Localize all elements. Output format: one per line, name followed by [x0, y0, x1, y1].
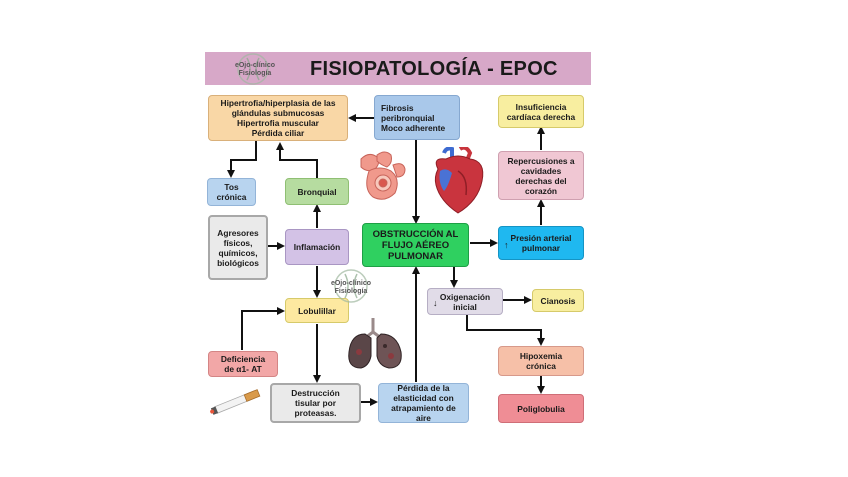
stethoscope-logo-mid-icon: [334, 269, 368, 303]
node-perdida: Pérdida de la elasticidad con atrapamien…: [378, 383, 469, 423]
bronchus-image: [360, 151, 406, 200]
logo-mid-label: eOjo-clínico Fisiología: [330, 280, 372, 295]
node-repercusiones: Repercusiones a cavidades derechas del c…: [498, 151, 584, 200]
node-insuficiencia: Insuficiencia cardíaca derecha: [498, 95, 584, 128]
node-destruccion: Destrucción tisular por proteasas.: [270, 383, 361, 423]
node-obstruccion: OBSTRUCCIÓN AL FLUJO AÉREO PULMONAR: [362, 223, 469, 267]
node-presion-label: Presión arterial pulmonar: [510, 233, 572, 253]
node-hipertrofia: Hipertrofia/hiperplasia de las glándulas…: [208, 95, 348, 141]
node-agresores: Agresores físicos, químicos, biológicos: [208, 215, 268, 280]
title-bar: [205, 52, 591, 85]
node-tos: Tos crónica: [207, 178, 256, 206]
node-hipoxemia: Hipoxemia crónica: [498, 346, 584, 376]
node-poliglobulia: Poliglobulia: [498, 394, 584, 423]
heart-image: [434, 147, 484, 214]
node-lobulillar: Lobulillar: [285, 298, 349, 323]
node-oxigenacion-label: Oxigenación inicial: [439, 291, 491, 312]
node-inflamacion: Inflamación: [285, 229, 349, 265]
node-oxigenacion: ↓ Oxigenación inicial: [427, 288, 503, 315]
lungs-image: [348, 318, 402, 369]
stethoscope-logo-icon: [237, 53, 269, 85]
node-cianosis: Cianosis: [532, 289, 584, 312]
node-presion: ↑ Presión arterial pulmonar: [498, 226, 584, 260]
node-deficiencia: Deficiencia de α1- AT: [208, 351, 278, 377]
node-fibrosis: Fibrosis peribronquial Moco adherente: [374, 95, 460, 140]
arrow-down-icon: ↓: [433, 298, 438, 308]
node-bronquial: Bronquial: [285, 178, 349, 205]
logo-label: eOjo-clínico Fisiología: [234, 62, 276, 77]
page-title: FISIOPATOLOGÍA - EPOC: [310, 58, 558, 80]
logo-top: eOjo-clínico Fisiología: [225, 52, 285, 86]
cigarette-image: [210, 389, 261, 415]
arrow-up-icon: ↑: [504, 240, 509, 250]
